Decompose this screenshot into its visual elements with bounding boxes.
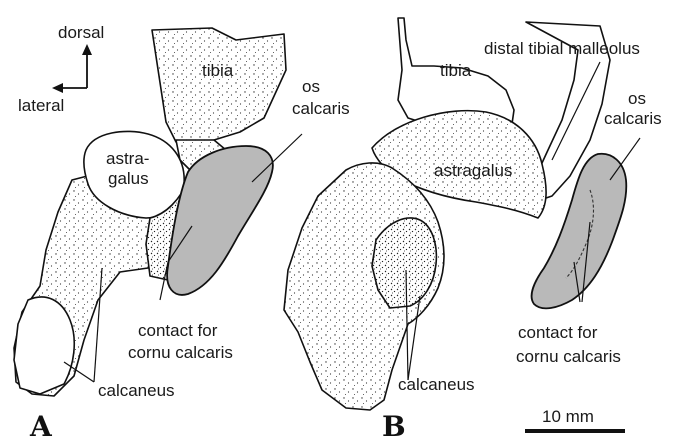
panel-a-letter: A	[29, 410, 53, 439]
panel-a-drawing	[14, 28, 302, 396]
calcaneus-a-label: calcaneus	[98, 381, 175, 400]
astragalus-a-label-line1: astra-	[106, 149, 149, 168]
calcaneus-a-tuber	[14, 297, 74, 394]
astragalus-a-label-line2: galus	[108, 169, 149, 188]
tibia-b-label: tibia	[440, 61, 472, 80]
scale-bar-label: 10 mm	[542, 407, 594, 426]
orientation-indicator: dorsal lateral	[18, 23, 104, 115]
panel-b-letter: B	[382, 410, 406, 439]
astragalus-b-label: astragalus	[434, 161, 512, 180]
os-calcaris-b-label-line1: os	[628, 89, 646, 108]
lateral-arrow-head	[52, 83, 63, 93]
dorsal-arrow-head	[82, 44, 92, 55]
calcaneus-b-label: calcaneus	[398, 375, 475, 394]
os-calcaris-b-label-line2: calcaris	[604, 109, 662, 128]
dorsal-label: dorsal	[58, 23, 104, 42]
contact-a-label-line2: cornu calcaris	[128, 343, 233, 362]
tibia-a-label: tibia	[202, 61, 234, 80]
scale-bar: 10 mm	[525, 407, 625, 431]
contact-a-label-line1: contact for	[138, 321, 218, 340]
os-calcaris-a-label-line1: os	[302, 77, 320, 96]
lateral-label: lateral	[18, 96, 64, 115]
distal-tibial-malleolus-label: distal tibial malleolus	[484, 39, 640, 58]
contact-b-label-line2: cornu calcaris	[516, 347, 621, 366]
contact-b-label-line1: contact for	[518, 323, 598, 342]
os-calcaris-a-label-line2: calcaris	[292, 99, 350, 118]
tibia-a-shape	[152, 28, 286, 142]
